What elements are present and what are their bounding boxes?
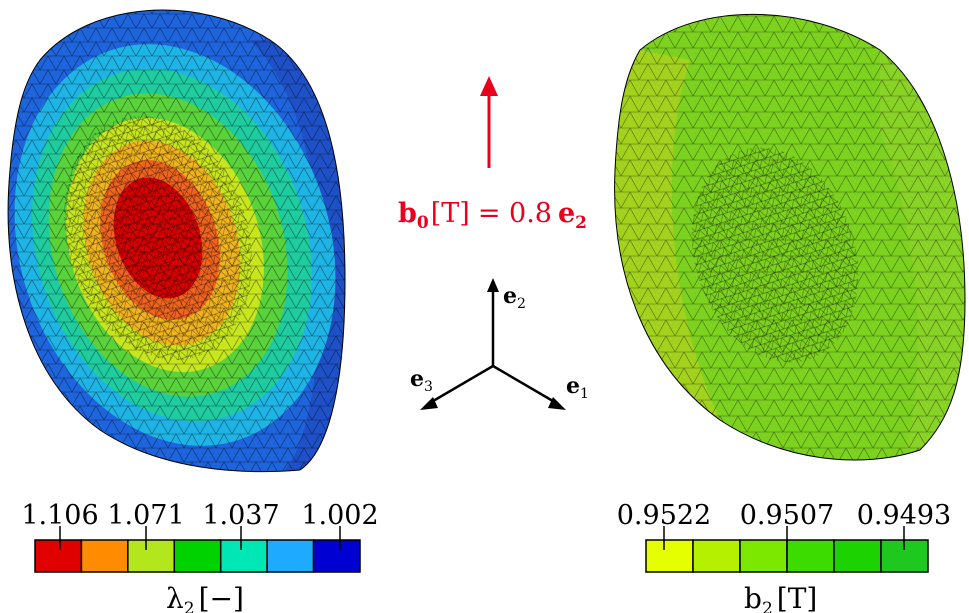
axis-e1-line	[492, 364, 559, 406]
right-colorbar-swatch	[786, 539, 835, 573]
left-colorbar-tick-label: 1.037	[202, 500, 279, 531]
axis-e3-line	[427, 364, 494, 406]
right-colorbar: 0.9522 0.9507 0.9493 b2[T]	[617, 500, 951, 613]
left-colorbar: 1.106 1.071 1.037 1.002 λ2[−]	[21, 500, 378, 613]
left-colorbar-tick-label: 1.071	[107, 500, 184, 531]
left-body-lambda2	[7, 9, 346, 473]
right-colorbar-ticks: 0.9522 0.9507 0.9493	[617, 500, 951, 550]
left-colorbar-swatch	[266, 539, 315, 573]
right-colorbar-title: b2[T]	[744, 582, 817, 613]
field-b-subscript: 0	[417, 213, 429, 233]
left-colorbar-tick-label: 1.106	[21, 500, 98, 531]
left-colorbar-swatch	[127, 539, 176, 573]
field-arrow-head	[480, 76, 498, 96]
left-colorbar-swatch	[34, 539, 83, 573]
right-colorbar-swatch	[645, 539, 694, 573]
right-colorbar-tick-label: 0.9507	[740, 500, 834, 531]
right-colorbar-swatch	[692, 539, 741, 573]
axis-e3-head	[420, 397, 438, 410]
field-unit: [T]	[431, 198, 470, 229]
left-colorbar-swatch	[312, 539, 361, 573]
left-colorbar-swatch	[80, 539, 129, 573]
axis-e1-label: e1	[566, 373, 589, 402]
axis-e2-head	[487, 278, 499, 292]
left-colorbar-swatch	[173, 539, 222, 573]
field-b-letter: b	[398, 198, 417, 229]
field-e-letter: e	[558, 198, 575, 229]
left-colorbar-swatches	[34, 539, 361, 573]
coordinate-triad	[420, 278, 566, 410]
left-colorbar-title: λ2[−]	[166, 582, 244, 613]
field-e-subscript: 2	[575, 213, 587, 233]
field-equals-value: = 0.8	[478, 198, 552, 229]
left-colorbar-ticks: 1.106 1.071 1.037 1.002	[21, 500, 379, 550]
right-colorbar-swatch	[739, 539, 788, 573]
left-colorbar-tick-label: 1.002	[301, 500, 378, 531]
right-colorbar-swatch	[833, 539, 882, 573]
right-colorbar-tick-label: 0.9493	[857, 500, 951, 531]
left-colorbar-swatch	[219, 539, 268, 573]
axis-e2-label: e2	[503, 283, 526, 312]
axis-e3-label: e3	[410, 366, 433, 395]
axis-e1-head	[548, 397, 566, 410]
right-body-b2	[614, 13, 966, 461]
right-colorbar-tick-label: 0.9522	[617, 500, 711, 531]
